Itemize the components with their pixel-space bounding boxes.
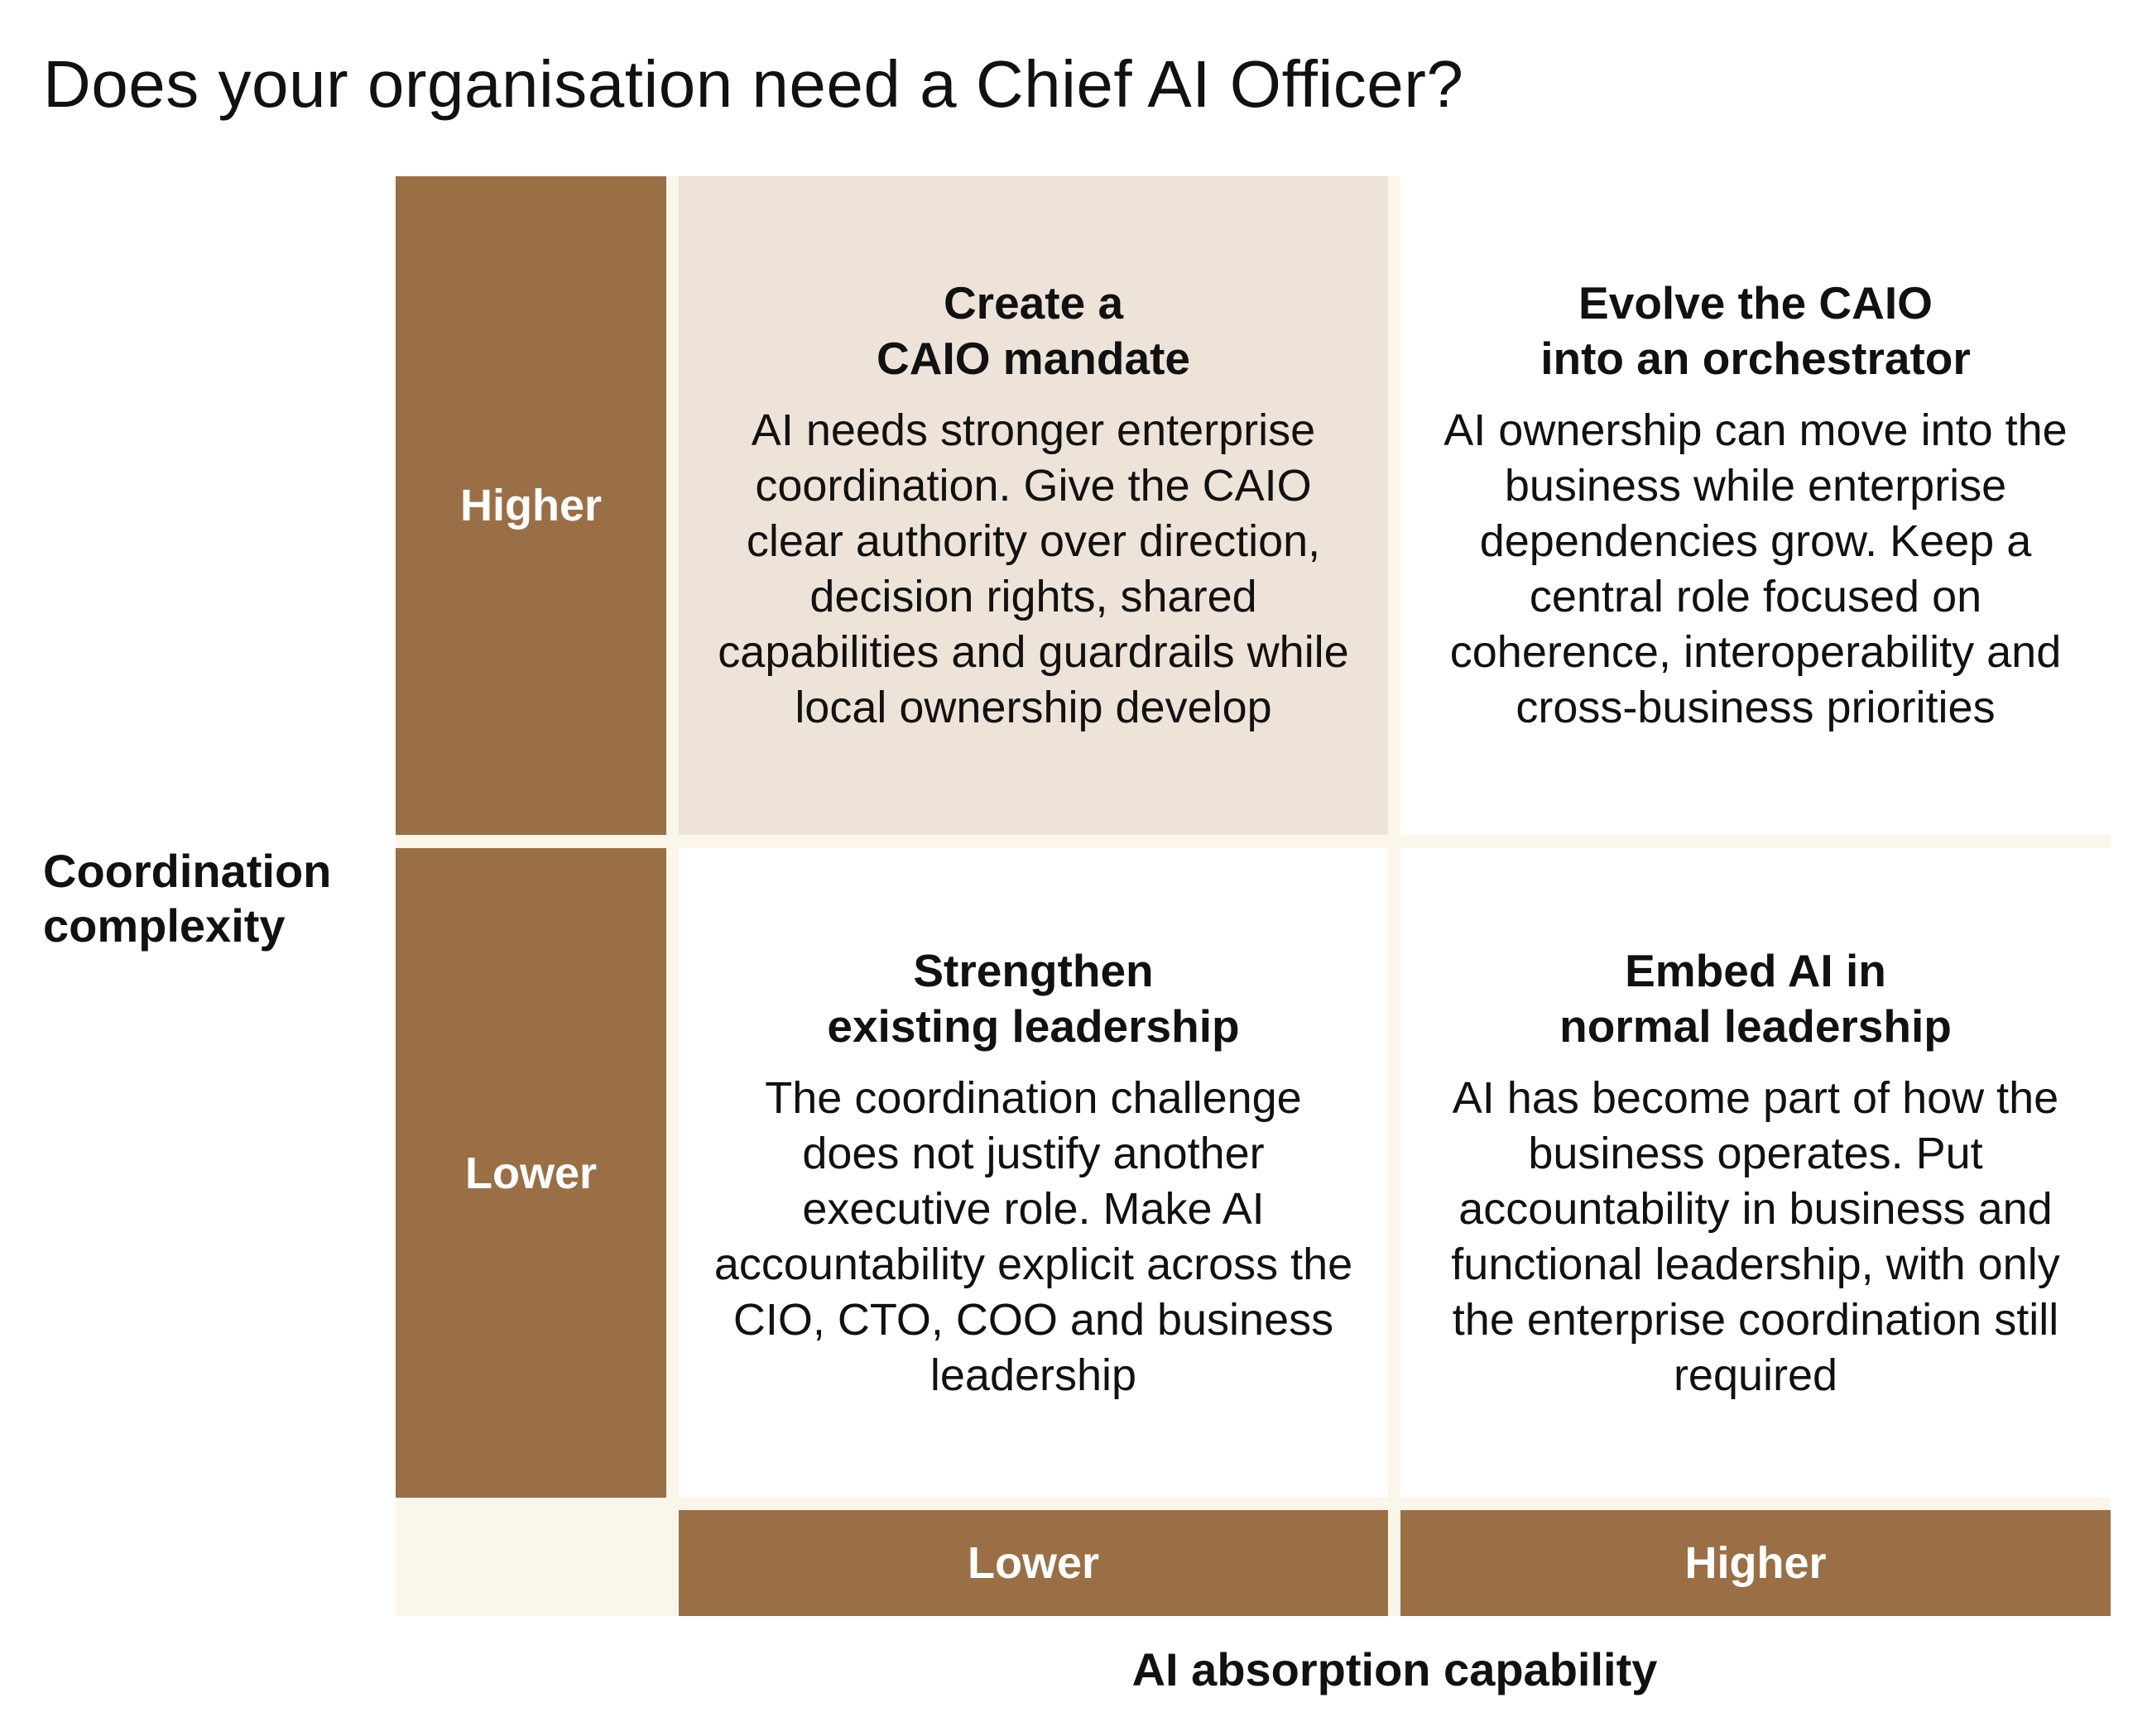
quadrant-body: AI needs stronger enterprise coordinatio…	[718, 405, 1349, 732]
quadrant-body: The coordination challenge does not just…	[713, 1072, 1353, 1400]
y-axis-label-line2: complexity	[43, 899, 286, 952]
y-level-higher-label: Higher	[459, 481, 603, 530]
x-level-higher-label: Higher	[1684, 1538, 1827, 1588]
y-level-higher: Higher	[396, 176, 666, 835]
x-axis-label: AI absorption capability	[1131, 1643, 1658, 1695]
y-level-lower-label: Lower	[464, 1148, 598, 1198]
quadrant-heading: Embed AI in normal leadership	[1559, 944, 1952, 1052]
quadrant-top-right: Evolve the CAIO into an orchestrator AI …	[1400, 176, 2111, 835]
quadrant-top-left: Create a CAIO mandate AI needs stronger …	[679, 176, 1388, 835]
x-level-higher: Higher	[1400, 1510, 2111, 1616]
quadrant-body: AI has become part of how the business o…	[1451, 1072, 2060, 1400]
x-level-lower-label: Lower	[967, 1538, 1100, 1588]
y-axis-label-line1: Coordination	[43, 845, 332, 897]
quadrant-heading: Create a CAIO mandate	[877, 277, 1190, 384]
quadrant-heading: Strengthen existing leadership	[827, 944, 1240, 1052]
x-level-lower: Lower	[679, 1510, 1388, 1616]
quadrant-body: AI ownership can move into the business …	[1443, 405, 2068, 732]
y-level-lower: Lower	[396, 848, 666, 1498]
quadrant-heading: Evolve the CAIO into an orchestrator	[1540, 277, 1971, 384]
quadrant-bottom-left: Strengthen existing leadership The coord…	[679, 848, 1388, 1498]
y-axis-label: Coordination complexity	[43, 844, 331, 953]
quadrant-bottom-right: Embed AI in normal leadership AI has bec…	[1400, 848, 2111, 1498]
page-title: Does your organisation need a Chief AI O…	[43, 47, 1464, 121]
